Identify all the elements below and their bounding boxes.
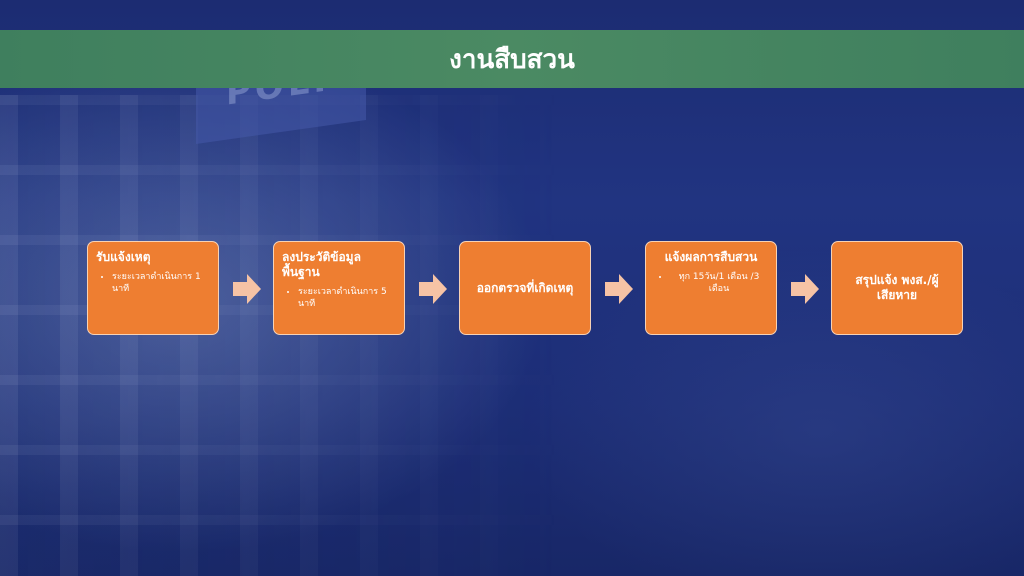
step-bullet: ทุก 15วัน/1 เดือน /3 เดือน <box>670 271 768 295</box>
step-title: สรุปแจ้ง พงส./ผู้เสียหาย <box>855 273 939 302</box>
step-bullet: ระยะเวลาดำเนินการ 5 นาที <box>298 286 396 310</box>
background-photo <box>0 95 560 576</box>
step-title: รับแจ้งเหตุ <box>96 250 151 264</box>
step-box-2: ลงประวัติข้อมูลพื้นฐาน ระยะเวลาดำเนินการ… <box>273 241 405 335</box>
right-arrow-icon <box>233 274 261 304</box>
step-title: ลงประวัติข้อมูลพื้นฐาน <box>282 250 361 279</box>
right-arrow-icon <box>419 274 447 304</box>
step-bullet-list: ระยะเวลาดำเนินการ 1 นาที <box>96 271 210 295</box>
step-box-5: สรุปแจ้ง พงส./ผู้เสียหาย <box>831 241 963 335</box>
step-bullet-list: ระยะเวลาดำเนินการ 5 นาที <box>282 286 396 310</box>
step-bullet-list: ทุก 15วัน/1 เดือน /3 เดือน <box>654 271 768 295</box>
slide-title: งานสืบสวน <box>449 44 575 75</box>
step-title: ออกตรวจที่เกิดเหตุ <box>476 280 574 295</box>
step-bullet: ระยะเวลาดำเนินการ 1 นาที <box>112 271 210 295</box>
right-arrow-icon <box>605 274 633 304</box>
step-box-1: รับแจ้งเหตุ ระยะเวลาดำเนินการ 1 นาที <box>87 241 219 335</box>
step-box-4: แจ้งผลการสืบสวน ทุก 15วัน/1 เดือน /3 เดื… <box>645 241 777 335</box>
right-arrow-icon <box>791 274 819 304</box>
title-bar: งานสืบสวน <box>0 30 1024 88</box>
step-box-3: ออกตรวจที่เกิดเหตุ <box>459 241 591 335</box>
step-title: แจ้งผลการสืบสวน <box>664 250 758 264</box>
